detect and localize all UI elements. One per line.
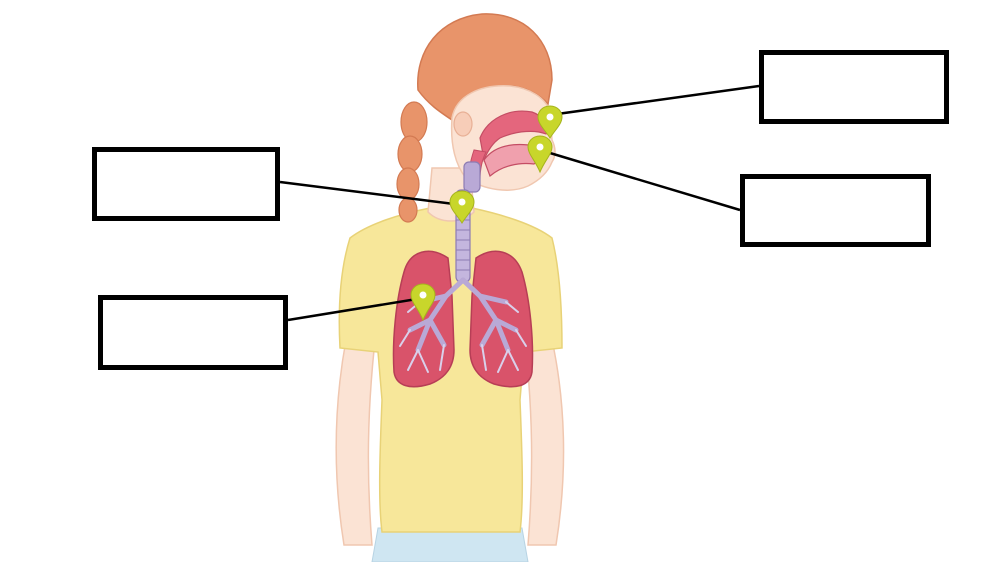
label-box-right-top[interactable]	[759, 50, 949, 124]
leader-line-left-top	[279, 180, 463, 207]
left-arm	[335, 338, 375, 546]
jeans	[371, 527, 529, 562]
right-arm	[525, 338, 565, 546]
leader-line-right-top	[549, 84, 760, 117]
leader-line-right-bottom	[539, 148, 741, 212]
label-box-left-bottom[interactable]	[98, 295, 288, 370]
pin-marker-icon[interactable]	[527, 135, 553, 174]
right-lung	[469, 250, 534, 388]
bronchioles	[399, 301, 527, 373]
label-box-right-bottom[interactable]	[740, 174, 931, 247]
leader-line-left-bottom	[287, 296, 424, 322]
leader-lines	[279, 84, 760, 322]
pin-marker-icon[interactable]	[449, 190, 475, 224]
ear	[453, 111, 473, 137]
pin-marker-icon[interactable]	[410, 283, 436, 322]
larynx	[463, 161, 481, 193]
label-box-left-top[interactable]	[92, 147, 280, 221]
nasal-cavity	[479, 110, 548, 163]
pin-marker-icon[interactable]	[537, 105, 563, 139]
braid	[396, 101, 428, 223]
